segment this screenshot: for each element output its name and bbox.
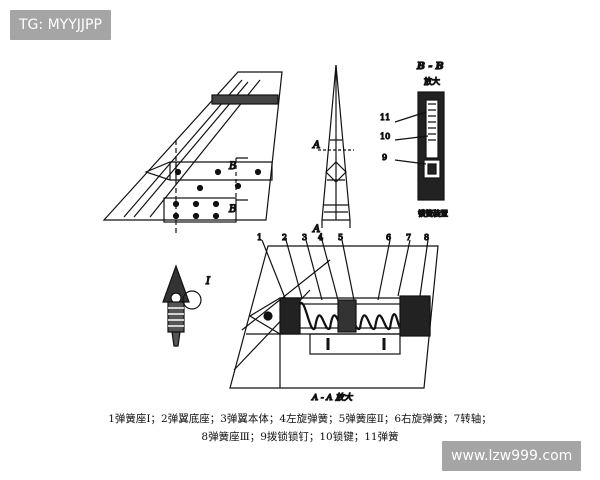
label-b-lower: B: [228, 204, 236, 215]
lock-device-section: [417, 91, 445, 201]
label-5: 5: [338, 233, 343, 242]
fin-side-view: [102, 71, 283, 235]
label-7: 7: [406, 233, 411, 242]
label-9: 9: [382, 153, 387, 162]
label-3: 3: [302, 233, 307, 242]
label-8: 8: [424, 233, 429, 242]
label-b-upper: B: [228, 161, 236, 172]
section-aa-view: [229, 245, 439, 389]
label-a-upper: A: [312, 140, 320, 151]
label-a-lower: A: [312, 224, 320, 235]
watermark-badge-bottom: www.lzw999.com: [442, 441, 582, 471]
label-4: 4: [318, 233, 323, 242]
fin-edge-view: [318, 64, 354, 228]
label-i: I: [205, 276, 211, 287]
lock-device-label: 锁簧装置: [418, 208, 448, 218]
label-11: 11: [380, 113, 390, 122]
projectile-view: [162, 264, 202, 347]
label-6: 6: [386, 233, 391, 242]
label-1: 1: [257, 233, 262, 242]
section-bb-enlarge: 放大: [424, 76, 440, 86]
caption-line-2: 8弹簧座Ⅲ；9拨锁锁钉；10锁键；11弹簧: [201, 431, 399, 443]
label-2: 2: [282, 233, 287, 242]
section-bb-title: B - B: [416, 61, 444, 72]
label-10: 10: [380, 132, 390, 141]
caption-line-1: 1弹簧座Ⅰ；2弹翼底座；3弹翼本体；4左旋弹簧；5弹簧座Ⅱ；6右旋弹簧；7转轴；: [108, 413, 492, 425]
section-aa-title: A - A 放大: [311, 392, 354, 403]
watermark-badge-top: TG: MYYJJPP: [10, 10, 111, 40]
